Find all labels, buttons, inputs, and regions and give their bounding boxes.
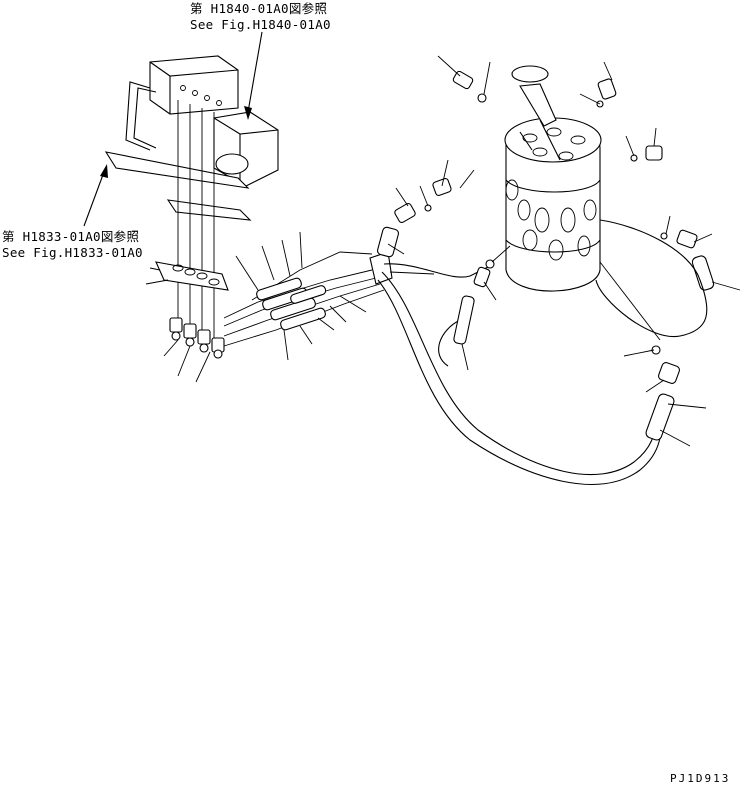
bottom-fittings bbox=[169, 317, 225, 359]
left-reference-ja: 第 H1833-01A0図参照 bbox=[2, 229, 140, 244]
leader-lines bbox=[145, 55, 741, 447]
reference-arrows bbox=[83, 31, 263, 227]
hose-bundle bbox=[223, 226, 662, 485]
hose-sleeves bbox=[256, 277, 327, 331]
drawing-code: PJ1D913 bbox=[670, 772, 731, 785]
swivel-joint bbox=[504, 65, 602, 292]
control-valve-assembly bbox=[104, 55, 279, 359]
upper-reference-ja: 第 H1840-01A0図参照 bbox=[190, 1, 328, 16]
upper-reference-en: See Fig.H1840-01A0 bbox=[190, 17, 331, 32]
left-reference-en: See Fig.H1833-01A0 bbox=[2, 245, 143, 260]
swivel-fittings bbox=[394, 70, 715, 441]
leader-line bbox=[599, 261, 661, 341]
right-hose bbox=[595, 219, 708, 338]
